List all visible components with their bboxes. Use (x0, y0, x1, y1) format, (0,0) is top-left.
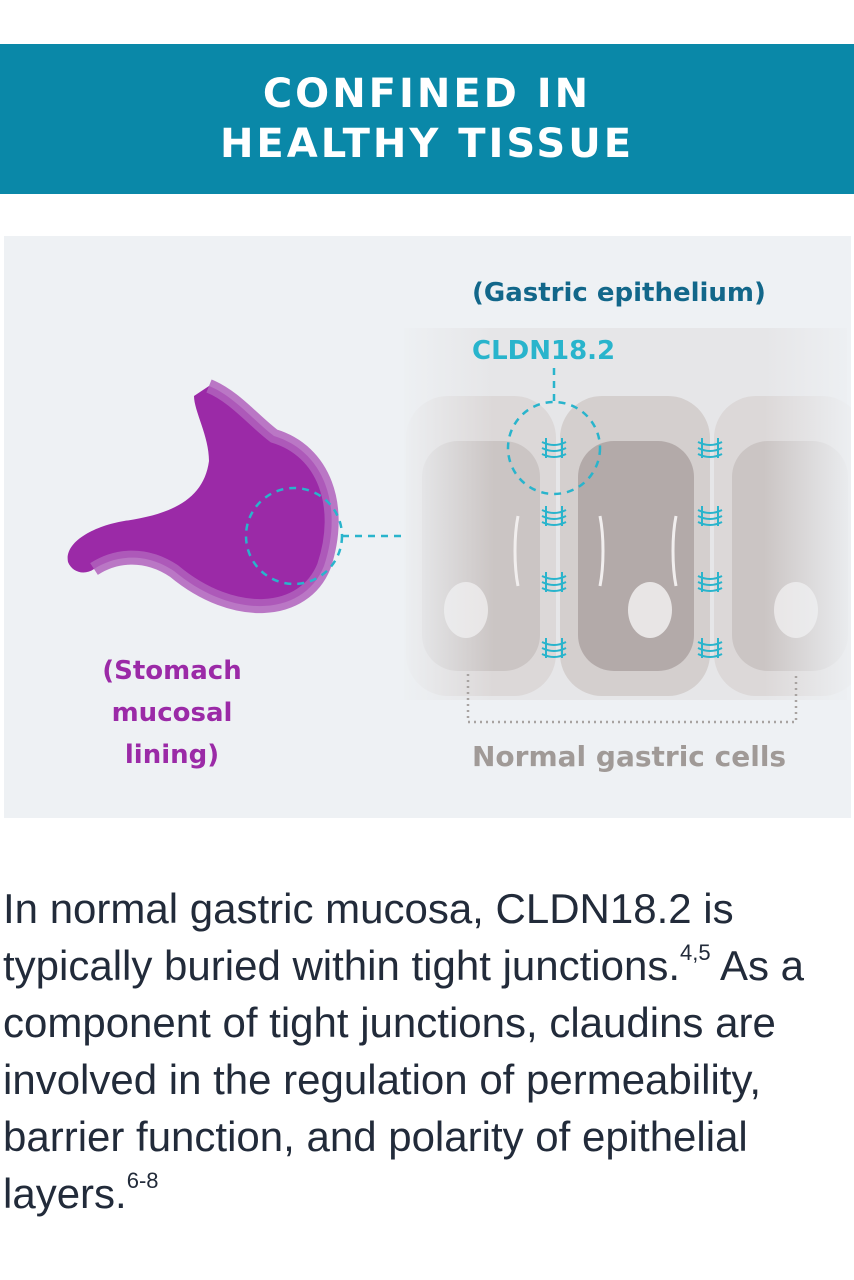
normal-gastric-cells-label: Normal gastric cells (472, 740, 787, 773)
normal-cells-bracket (466, 674, 798, 724)
gastric-epithelium-label: (Gastric epithelium) (472, 278, 766, 308)
cldn-highlight-circle (506, 400, 602, 496)
cell-inner-2 (578, 441, 694, 671)
diagram-panel: (Gastric epithelium) CLDN18.2 (Stomach m… (4, 236, 851, 818)
body-text: In normal gastric mucosa, CLDN18.2 is ty… (3, 880, 843, 1222)
tight-junctions (541, 438, 723, 658)
stomach-lining-label: (Stomach mucosal lining) (102, 656, 242, 770)
body-sentence-1: In normal gastric mucosa, CLDN18.2 is ty… (3, 885, 734, 989)
epithelial-cells (404, 328, 851, 700)
gastric-diagram-illustration (67, 328, 851, 724)
body-paragraph: In normal gastric mucosa, CLDN18.2 is ty… (3, 880, 843, 1222)
reference-2: 6-8 (126, 1168, 159, 1193)
header-banner: CONFINED IN HEALTHY TISSUE (0, 44, 854, 194)
header-title-line-1: CONFINED IN (262, 71, 592, 117)
body-sentence-2: As a component of tight junctions, claud… (3, 942, 805, 1217)
stomach-icon (67, 379, 339, 614)
cldn18-2-label: CLDN18.2 (472, 336, 616, 366)
header-title-line-2: HEALTHY TISSUE (219, 121, 635, 167)
cell-nucleus-2 (628, 582, 672, 638)
reference-1: 4,5 (680, 940, 711, 965)
